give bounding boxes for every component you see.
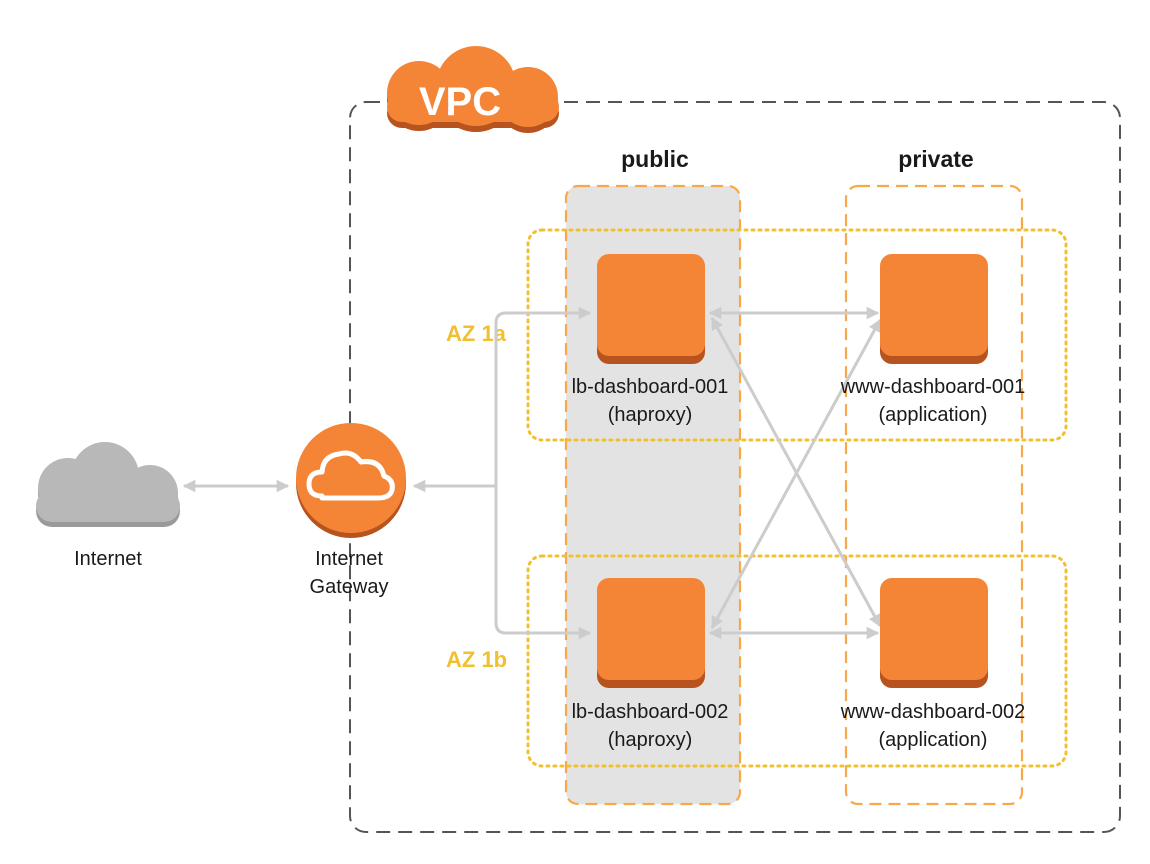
cloud-icon xyxy=(36,442,180,527)
gateway-label-line1: Internet xyxy=(315,548,383,570)
instance-lb-dashboard-002[interactable]: lb-dashboard-002 (haproxy) xyxy=(572,578,729,751)
az-label-1a: AZ 1a xyxy=(446,321,507,346)
instance-name: lb-dashboard-001 xyxy=(572,376,729,398)
internet-label: Internet xyxy=(74,548,142,570)
subnet-label-public: public xyxy=(621,146,689,172)
instance-role: (application) xyxy=(879,404,988,426)
instance-name: www-dashboard-001 xyxy=(840,376,1026,398)
instance-www-dashboard-001[interactable]: www-dashboard-001 (application) xyxy=(840,254,1026,426)
connections xyxy=(182,306,882,640)
instance-name: lb-dashboard-002 xyxy=(572,701,729,723)
trunk-to-lb1 xyxy=(494,306,592,486)
availability-zone-1a xyxy=(526,228,1068,442)
instance-lb-dashboard-001[interactable]: lb-dashboard-001 (haproxy) xyxy=(572,254,729,426)
vpc-icon xyxy=(387,46,559,133)
instance-role: (haproxy) xyxy=(608,404,692,426)
instance-name: www-dashboard-002 xyxy=(840,701,1026,723)
subnet-label-private: private xyxy=(898,146,973,172)
gateway-label-line2: Gateway xyxy=(310,576,389,598)
instance-role: (application) xyxy=(879,729,988,751)
instance-www-dashboard-002[interactable]: www-dashboard-002 (application) xyxy=(840,578,1026,751)
ec2-instance-icon xyxy=(597,578,705,688)
internet-gateway-icon xyxy=(296,423,406,538)
ec2-instance-icon xyxy=(880,578,988,688)
instance-role: (haproxy) xyxy=(608,729,692,751)
ec2-instance-icon xyxy=(597,254,705,364)
ec2-instance-icon xyxy=(880,254,988,364)
lb2-www1-link xyxy=(710,318,882,630)
private-subnet xyxy=(844,184,1024,806)
az-label-1b: AZ 1b xyxy=(446,647,507,672)
trunk-to-lb2 xyxy=(494,486,592,640)
vpc-label: VPC xyxy=(419,80,501,124)
